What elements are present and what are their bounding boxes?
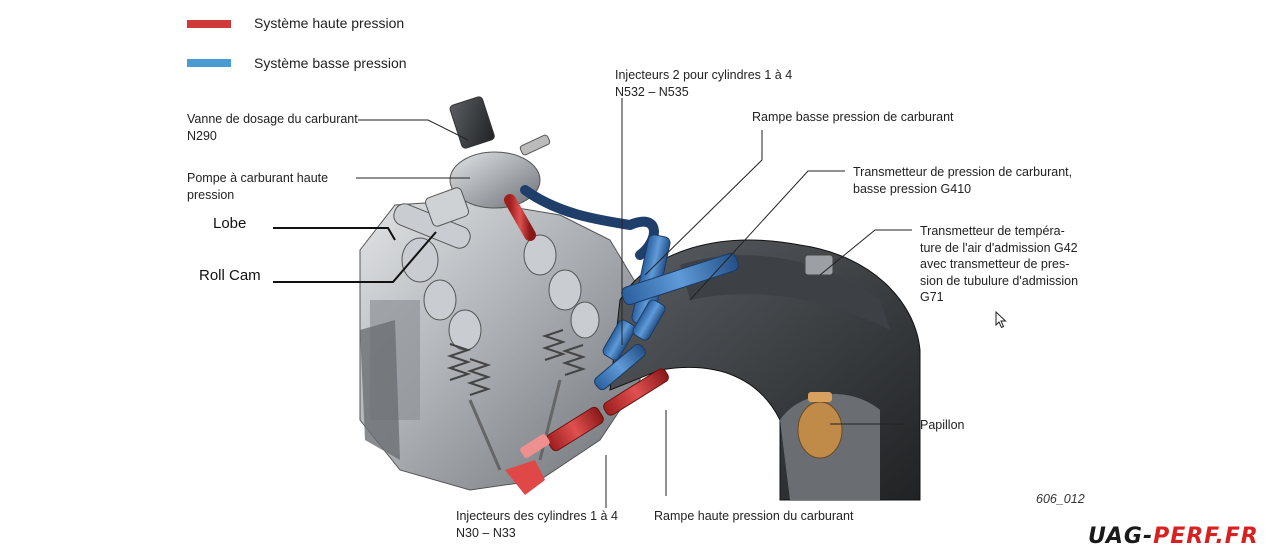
label-low-pressure-rail: Rampe basse pression de carburant	[752, 110, 954, 124]
label-intake-air-temperature-sensor: Transmetteur de tempéra- ture de l'air d…	[920, 224, 1079, 304]
leader-lines	[356, 98, 912, 508]
label-throttle: Papillon	[920, 418, 965, 432]
label-lobe: Lobe	[213, 215, 247, 232]
high-pressure-rail	[520, 368, 669, 458]
watermark-logo: UAG-PERF.FR	[1088, 524, 1259, 549]
hp-feed-line	[504, 194, 536, 241]
camshafts	[393, 203, 600, 351]
label-low-pressure-sensor: Transmetteur de pression de carburant, b…	[853, 165, 1073, 196]
legend-swatch-high-pressure	[187, 20, 231, 28]
figure-id: 606_012	[1036, 492, 1085, 506]
label-injectors-2: Injecteurs 2 pour cylindres 1 à 4 N532 –…	[615, 68, 793, 99]
legend-label-high-pressure: Système haute pression	[254, 15, 405, 31]
throttle-valve	[797, 392, 843, 459]
intake-air-sensor	[804, 254, 834, 276]
valve-springs	[446, 329, 587, 396]
low-pressure-rail	[594, 234, 739, 391]
label-roll-cam: Roll Cam	[199, 267, 261, 284]
black-leader-lines	[273, 227, 437, 283]
label-cylinder-injectors: Injecteurs des cylindres 1 à 4 N30 – N33	[456, 509, 618, 540]
legend-swatch-low-pressure	[187, 59, 231, 67]
label-high-pressure-rail: Rampe haute pression du carburant	[654, 509, 854, 523]
label-high-pressure-pump: Pompe à carburant haute pression	[187, 171, 329, 202]
legend-label-low-pressure: Système basse pression	[254, 55, 407, 71]
label-fuel-metering-valve: Vanne de dosage du carburant N290	[187, 112, 358, 143]
mouse-pointer-icon	[995, 311, 1007, 329]
high-pressure-pump	[424, 96, 551, 227]
